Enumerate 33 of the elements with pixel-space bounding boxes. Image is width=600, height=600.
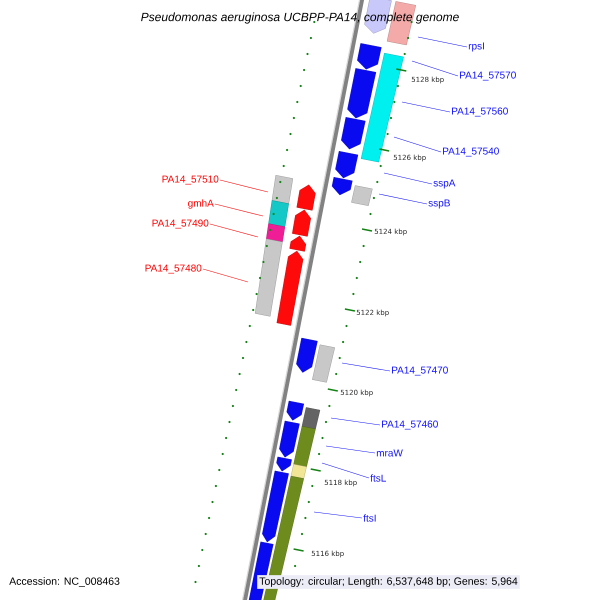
leader-line (314, 512, 362, 518)
leader-line (326, 446, 376, 454)
gene-label: sspB (428, 200, 450, 208)
leader-line (418, 36, 468, 48)
gene-label: PA14_57570 (460, 72, 516, 80)
leader-line (342, 362, 390, 372)
leader-line (322, 462, 370, 478)
footer-text: Topology: circular; Length: 6,537,648 bp; Genes: 5,964 (257, 575, 520, 589)
gene-label: PA14_57480 (146, 264, 202, 274)
gene-label: PA14_57560 (452, 108, 508, 116)
leader-line (220, 180, 268, 192)
leader-line (214, 204, 264, 216)
leader-line (202, 268, 248, 282)
leader-line (402, 102, 450, 112)
leader-line (394, 136, 442, 152)
title: Pseudomonas aeruginosa UCBPP-PA14, complete genome (141, 12, 459, 24)
gene-label: rpsI (468, 42, 484, 52)
footer-text: Accession: NC_008463 (9, 577, 120, 587)
gene-label: PA14_57470 (392, 366, 448, 376)
gene-label: ftsL (370, 474, 386, 482)
gene-label: PA14_57510 (162, 176, 218, 184)
leader-line (210, 224, 258, 238)
leader-line (330, 418, 380, 426)
gene-label: PA14_57460 (382, 420, 438, 430)
leader-line (384, 172, 432, 184)
gene-label: gmhA (188, 199, 214, 209)
leader-line (378, 194, 428, 204)
gene-label: sspA (433, 180, 456, 188)
gene-label: PA14_57490 (152, 220, 208, 228)
gene-label: ftsI (363, 514, 376, 522)
leader-line (412, 60, 458, 76)
gene-label: PA14_57540 (443, 148, 499, 156)
gene-label: mraW (376, 450, 403, 456)
